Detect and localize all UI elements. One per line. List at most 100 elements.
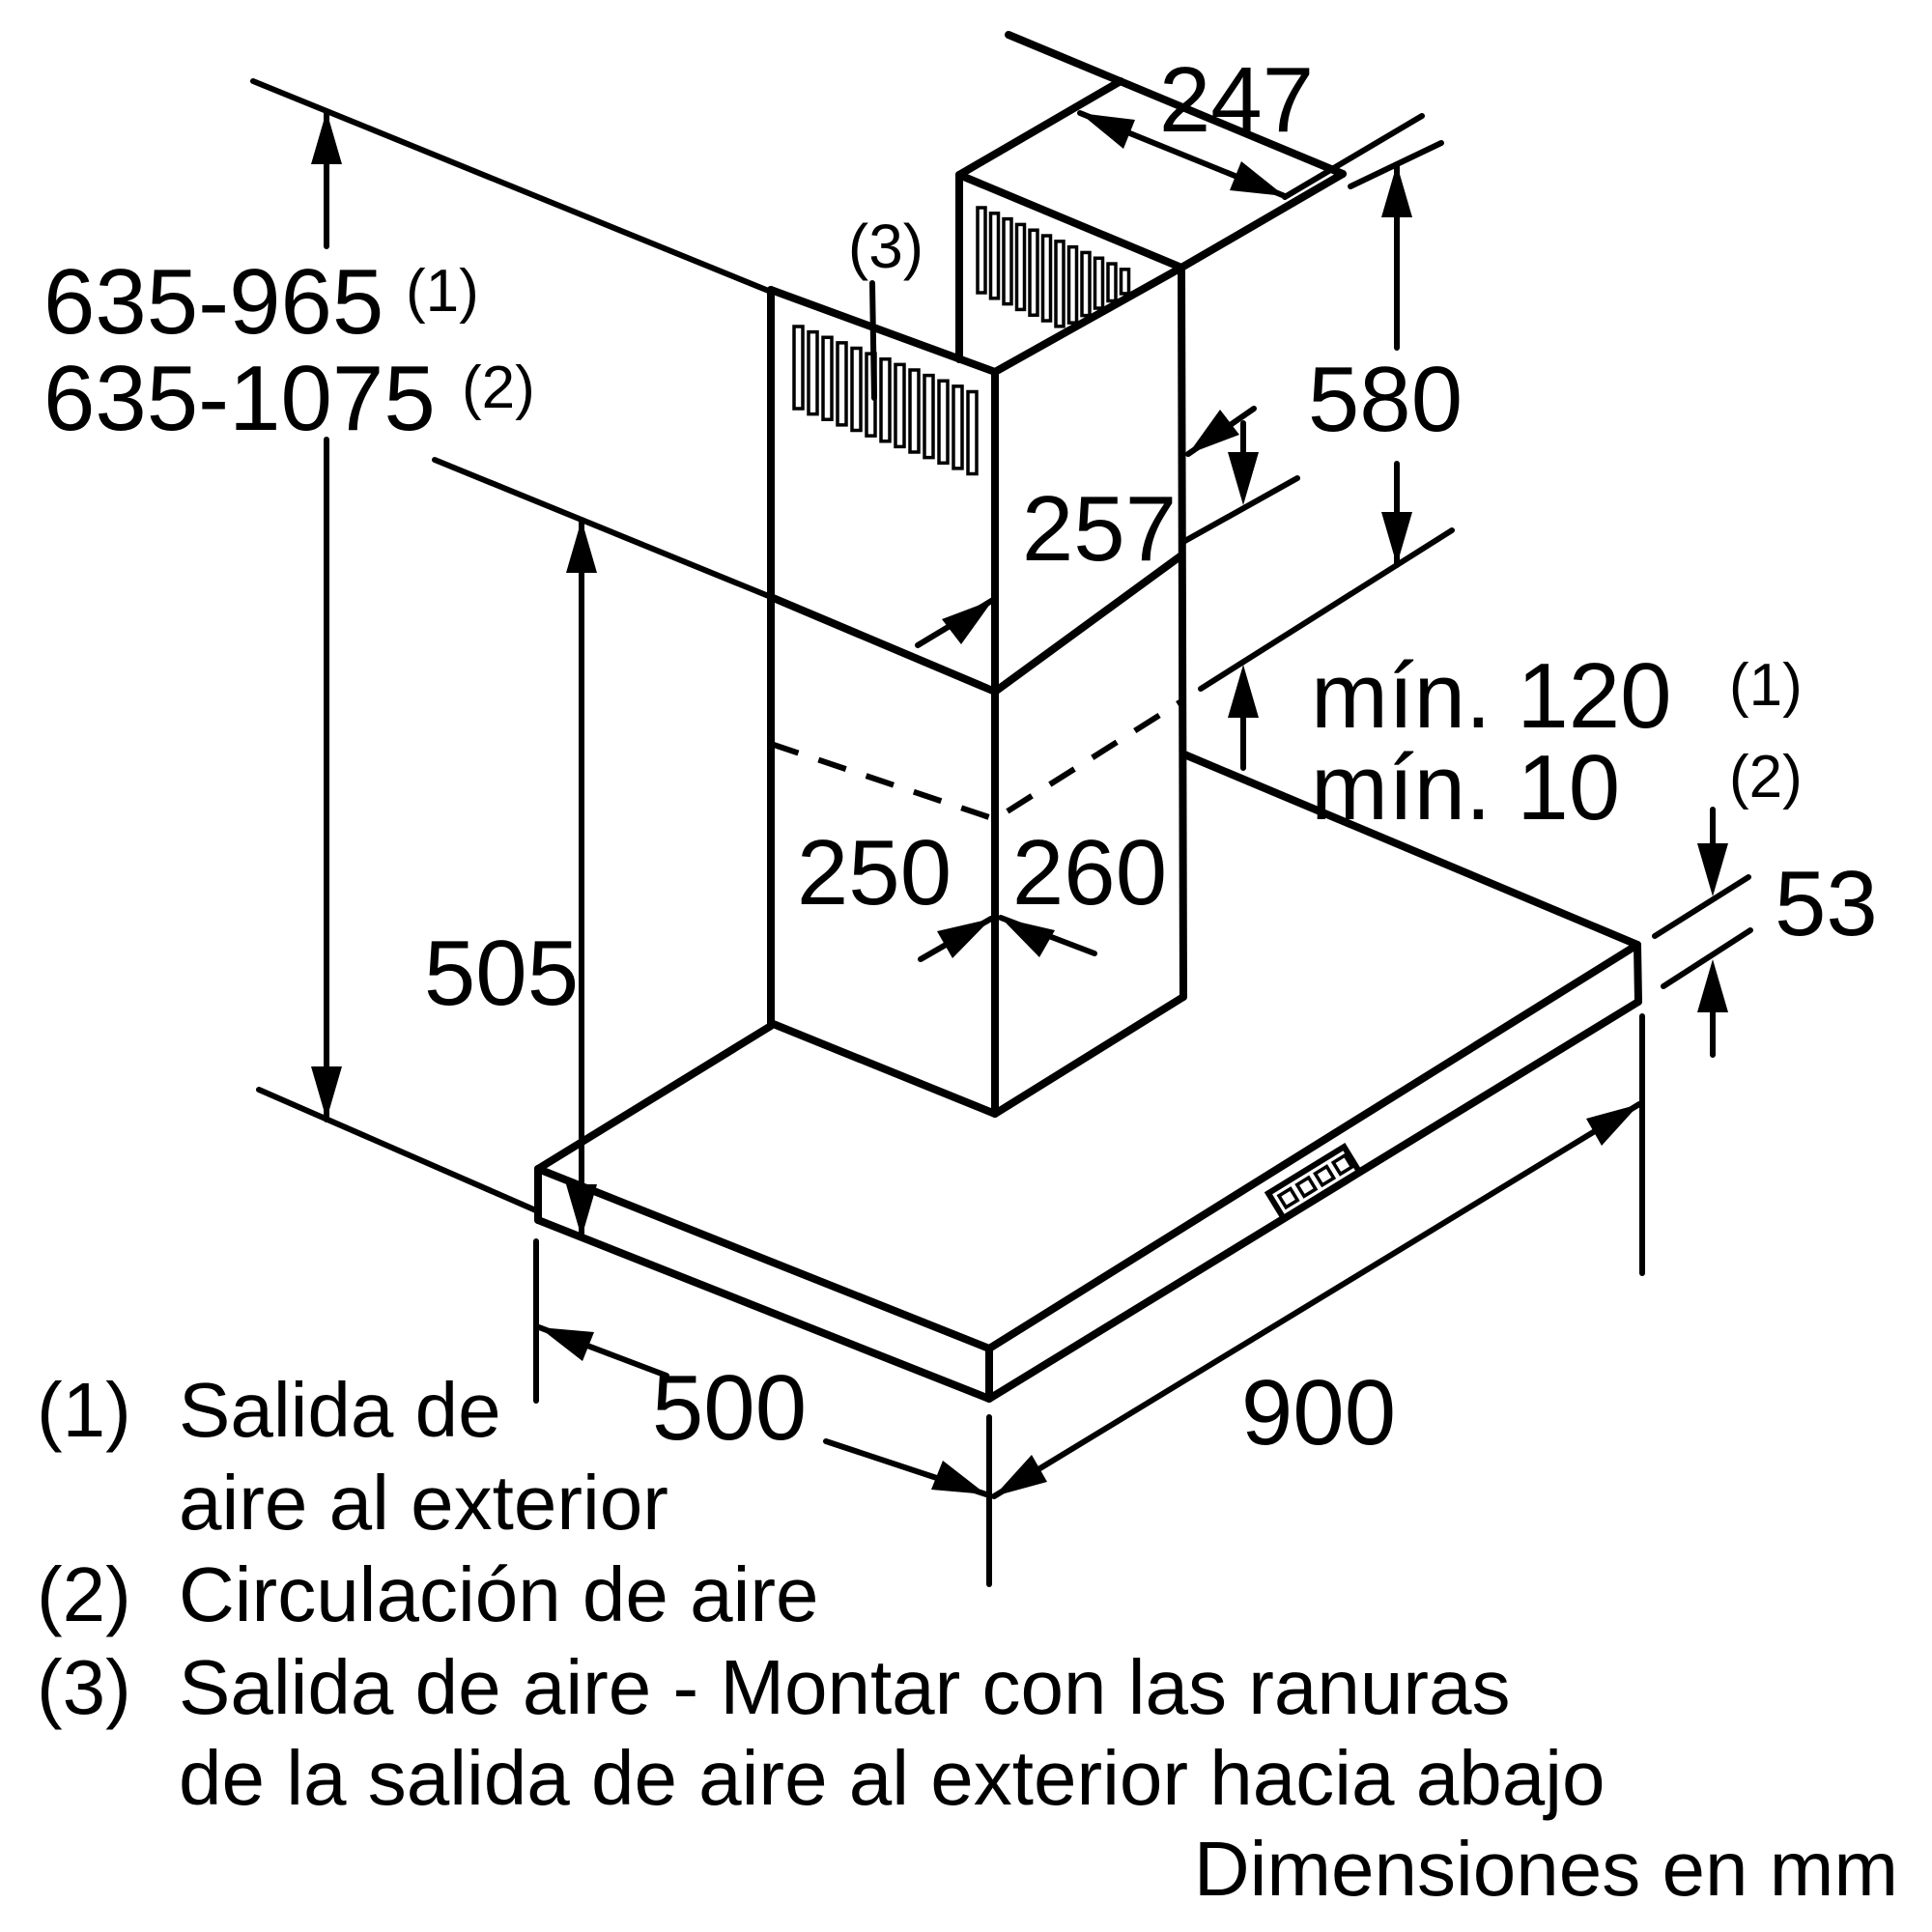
arrow-down-icon: [566, 1184, 597, 1237]
ext-line-top: [250, 78, 774, 295]
legend-item3-line2: de la salida de aire al exterior hacia a…: [179, 1735, 1605, 1821]
label-min-recirc-ref: (2): [1729, 744, 1803, 810]
label-min-recirc: mín. 10: [1311, 736, 1620, 839]
legend-item3-line1: Salida de aire - Montar con las ranuras: [179, 1644, 1510, 1730]
chimney-base-edges: [767, 993, 1187, 1118]
label-height-recirc: 635-1075: [43, 347, 436, 450]
dim-min-clearance: mín. 120 (1) mín. 10 (2): [1179, 420, 1803, 839]
legend-item1-line2: aire al exterior: [179, 1460, 668, 1546]
arrow-upleft-icon: [1001, 918, 1055, 957]
label-canopy-height: 53: [1775, 852, 1878, 955]
vent-slot: [988, 212, 1001, 300]
arrow-up-icon: [1381, 164, 1412, 217]
control-panel: [1264, 1143, 1364, 1222]
dim-top-depth: 247: [1077, 48, 1425, 200]
label-top-depth: 247: [1159, 48, 1314, 152]
arrow-upright-icon: [937, 919, 991, 958]
control-button: [1276, 1186, 1300, 1210]
arrow-down-icon: [311, 1066, 342, 1120]
legend-item1-line1: Salida de: [179, 1367, 501, 1453]
dim-lower-height: 505: [424, 457, 774, 1240]
label-vent-callout: (3): [848, 212, 923, 281]
hood-canopy: [534, 751, 1642, 1403]
arrow-up-icon: [566, 520, 597, 573]
label-min-ducted: mín. 120: [1311, 644, 1672, 748]
ext-line-bottom: [1198, 527, 1455, 692]
arrow-downleft-icon: [994, 1455, 1047, 1496]
canopy-bottom-edges: [534, 998, 1642, 1403]
arrow-upleft-icon: [1080, 113, 1135, 149]
dim-base-widths: 250 260: [797, 821, 1167, 962]
label-height-recirc-ref: (2): [462, 355, 535, 421]
vent-slot: [821, 335, 834, 421]
arrow-down-icon: [1381, 512, 1412, 565]
vent-slot: [1002, 216, 1013, 306]
legend-item3-ref: (3): [37, 1644, 131, 1730]
arrow-upright-icon: [942, 600, 993, 644]
arrow-upleft-icon: [539, 1327, 594, 1361]
arrow-down-icon: [1228, 452, 1259, 505]
arrow-downleft-icon: [1188, 410, 1239, 454]
arrow-downright-icon: [1230, 161, 1285, 196]
legend-footer: Dimensiones en mm: [1194, 1826, 1898, 1912]
label-min-ducted-ref: (1): [1729, 652, 1803, 719]
dim-upper-length: 580: [1198, 140, 1463, 692]
dim-canopy-depth: 500: [533, 1238, 989, 1497]
dim-canopy-width: 900: [986, 1013, 1645, 1587]
label-upper-length: 580: [1308, 348, 1463, 451]
vent-slot: [879, 357, 892, 443]
arrow-up-icon: [1697, 959, 1728, 1012]
duct-rim-right-edge: [1178, 170, 1347, 271]
vent-slot: [1093, 256, 1105, 310]
vent-slot: [952, 384, 964, 470]
vent-slot: [1080, 250, 1092, 318]
ext-line-bottom: [256, 1087, 541, 1214]
vent-slot: [966, 389, 979, 476]
legend-item2-ref: (2): [37, 1551, 131, 1637]
arrow-up-icon: [311, 111, 342, 164]
dim-canopy-height: 53: [1652, 807, 1878, 1058]
vent-slot: [894, 362, 906, 449]
ext-line-right: [1282, 113, 1425, 200]
arrow-down-icon: [1697, 843, 1728, 896]
vent-slot: [1040, 234, 1053, 323]
label-upper-width: 257: [1022, 477, 1177, 581]
vent-slot: [1014, 222, 1027, 312]
vent-slot: [923, 373, 935, 460]
ext-line-top: [432, 457, 774, 600]
vent-slot: [850, 346, 863, 433]
arrow-up-icon: [1228, 665, 1259, 718]
vent-slot: [937, 379, 950, 465]
section-joint-edges: [767, 552, 1185, 696]
label-base-right: 260: [1012, 821, 1167, 924]
sleeve-vent-slots: [792, 325, 979, 476]
min-overlap-dashed-line: [770, 698, 1183, 823]
callout-3-leader: [869, 280, 877, 401]
control-button: [1294, 1175, 1319, 1199]
ext-line-joint: [1179, 475, 1300, 546]
vent-slot: [1066, 244, 1079, 325]
vent-slot: [1054, 240, 1065, 328]
vent-slot: [792, 325, 805, 411]
vent-slot: [908, 368, 921, 454]
label-height-ducted: 635-965: [43, 250, 384, 354]
duct-rim-left-edge: [955, 77, 1124, 179]
arrow-downright-icon: [931, 1461, 986, 1494]
chimney: [767, 264, 1187, 1118]
dim-line: [991, 1101, 1642, 1499]
legend: (1) Salida de aire al exterior (2) Circu…: [37, 1367, 1898, 1912]
canopy-right-corner-edge: [1634, 941, 1642, 1006]
label-canopy-depth: 500: [652, 1356, 807, 1460]
canopy-top-right-back-edge: [1180, 751, 1641, 949]
label-base-left: 250: [797, 821, 952, 924]
label-lower-height: 505: [424, 922, 579, 1025]
control-button: [1330, 1152, 1354, 1177]
legend-item2-text: Circulación de aire: [179, 1551, 819, 1637]
control-button: [1313, 1164, 1337, 1188]
label-canopy-width: 900: [1241, 1361, 1396, 1464]
vent-slot: [836, 341, 848, 427]
legend-item1-ref: (1): [37, 1367, 131, 1453]
chimney-right-edge: [1178, 264, 1187, 1001]
